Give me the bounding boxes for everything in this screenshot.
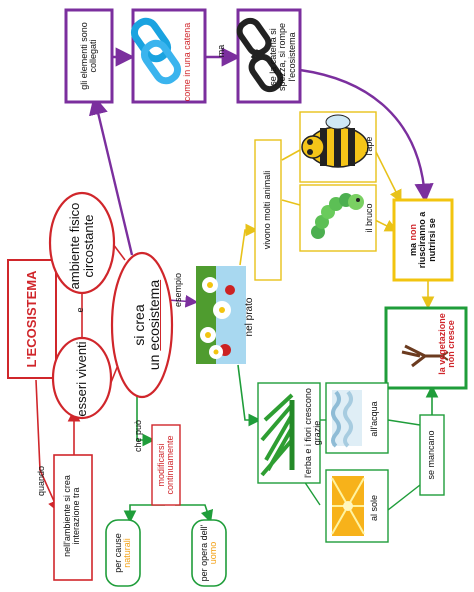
spezza-label: se la catena si spezza, si rompe l'ecosi… xyxy=(267,13,299,101)
bee-icon xyxy=(301,114,369,168)
esseri-label: esseri viventi xyxy=(65,341,99,417)
chepuo-text: che può xyxy=(133,419,144,453)
link-title-quando xyxy=(35,379,60,513)
bruco-label: il bruco xyxy=(364,193,376,243)
esempio-text: esempio xyxy=(173,272,184,308)
nutrirsi-text-wrap: ma non riusciranno a nutrirsi se xyxy=(408,202,437,278)
sicrea-prefix-text: si crea xyxy=(131,304,148,346)
sun-rays-icon xyxy=(331,476,365,536)
acqua-label: all'acqua xyxy=(368,394,382,444)
cause-box xyxy=(105,519,141,587)
opera-box xyxy=(191,519,227,587)
vegetazione-text: la vegetazione non cresce xyxy=(436,313,456,375)
animali-text: vivono molti animali xyxy=(262,170,273,250)
title-text: L'ECOSISTEMA xyxy=(24,270,40,368)
sole-label: al sole xyxy=(368,483,382,533)
ma-text: ma xyxy=(216,44,227,58)
link-acqua-mancano xyxy=(387,419,421,426)
water-waves-icon xyxy=(331,390,362,448)
collegati-box xyxy=(64,8,114,104)
acqua-text: all'acqua xyxy=(369,401,380,437)
ape-label: l'ape xyxy=(364,126,376,166)
opera-label: per opera dell' uomo xyxy=(193,520,225,586)
opera-highlight-text: uomo xyxy=(208,541,218,565)
link-modificarsi-cause xyxy=(123,504,165,524)
caterpillar-icon xyxy=(311,193,364,239)
animali-label: vivono molti animali xyxy=(261,143,275,277)
title-box xyxy=(7,259,57,379)
link-bruco-nutrirsi xyxy=(374,219,398,232)
mancano-label: se mancano xyxy=(425,421,439,489)
link-sole-mancano xyxy=(387,484,421,511)
sicrea-highlight-text: ecosistema xyxy=(146,279,162,351)
link-prato-animali xyxy=(239,223,259,266)
vegetazione-label: la vegetazione non cresce xyxy=(435,307,459,381)
erba-label: l'erba e i fiori crescono grazie xyxy=(298,385,328,481)
modificarsi-box xyxy=(151,424,181,506)
link-animali-ape xyxy=(281,149,301,161)
interazione-box xyxy=(53,454,93,581)
broken-chain-icon xyxy=(236,17,284,93)
cause-label: per cause naturali xyxy=(107,520,139,586)
cause-highlight-text: naturali xyxy=(122,538,132,568)
catena-text: come in una catena xyxy=(182,22,193,102)
chain-link-blue-icon xyxy=(130,17,182,85)
esempio-label: esempio xyxy=(173,265,185,315)
e-label: e xyxy=(75,303,87,317)
link-spezza-nutrirsi xyxy=(299,68,434,203)
mancano-box xyxy=(419,414,445,496)
link-sicrea-prato xyxy=(167,294,199,308)
modificarsi-label: modificarsi continuamente xyxy=(152,426,180,504)
catena-label: come in una catena xyxy=(176,22,200,102)
modificarsi-text: modificarsi continuamente xyxy=(155,435,175,495)
bruco-box xyxy=(299,184,377,252)
esseri-text: esseri viventi xyxy=(74,341,90,417)
collegati-label: gli elementi sono collegati xyxy=(73,12,105,100)
animali-box xyxy=(254,139,282,281)
spezza-text: se la catena si spezza, si rompe l'ecosi… xyxy=(267,22,297,92)
link-prato-erba xyxy=(237,364,262,427)
interazione-text: nell'ambiente si crea interazione tra xyxy=(61,475,81,557)
sicrea-line2: un ecosistema xyxy=(146,279,162,371)
interazione-label: nell'ambiente si crea interazione tra xyxy=(54,455,90,577)
chepuo-label: che può xyxy=(133,413,145,459)
link-ape-nutrirsi xyxy=(374,149,402,203)
grass-icon xyxy=(260,393,295,477)
mancano-text: se mancano xyxy=(426,430,437,480)
withered-plant-icon xyxy=(401,344,449,368)
bruco-text: il bruco xyxy=(364,203,375,233)
quando-text: quando xyxy=(36,465,47,497)
ambiente-text: ambiente fisico circostante xyxy=(67,202,96,290)
nutrirsi-label: ma non riusciranno a nutrirsi se xyxy=(405,202,441,278)
quando-label: quando xyxy=(36,461,48,501)
vegetazione-box xyxy=(384,306,468,390)
collegati-text: gli elementi sono collegati xyxy=(78,22,98,90)
link-sicrea-collegati xyxy=(89,95,134,256)
meadow-flowers-icon xyxy=(196,266,246,364)
prato-text: nel prato xyxy=(243,297,255,337)
link-sicrea-modificarsi xyxy=(136,395,156,447)
sole-text: al sole xyxy=(369,495,380,522)
ambiente-label: ambiente fisico circostante xyxy=(59,198,105,294)
prato-label: nel prato xyxy=(243,289,257,345)
esseri-ellipse xyxy=(51,336,113,420)
link-modificarsi-opera xyxy=(175,504,214,524)
sicrea-label: si crea un ecosistema xyxy=(127,270,167,380)
ma-label: ma xyxy=(216,43,228,59)
ambiente-ellipse xyxy=(48,191,116,295)
e-text: e xyxy=(75,307,86,313)
nutrirsi-box xyxy=(392,198,454,282)
link-animali-bruco xyxy=(281,199,301,206)
sicrea-ellipse xyxy=(110,251,174,399)
erba-text: l'erba e i fiori crescono grazie xyxy=(302,388,322,478)
title-label: L'ECOSISTEMA xyxy=(18,260,46,378)
ape-text: l'ape xyxy=(364,136,375,156)
sicrea-un-text: un xyxy=(146,354,162,371)
nutrirsi-rest-text: riusciranno a nutrirsi se xyxy=(417,211,437,269)
